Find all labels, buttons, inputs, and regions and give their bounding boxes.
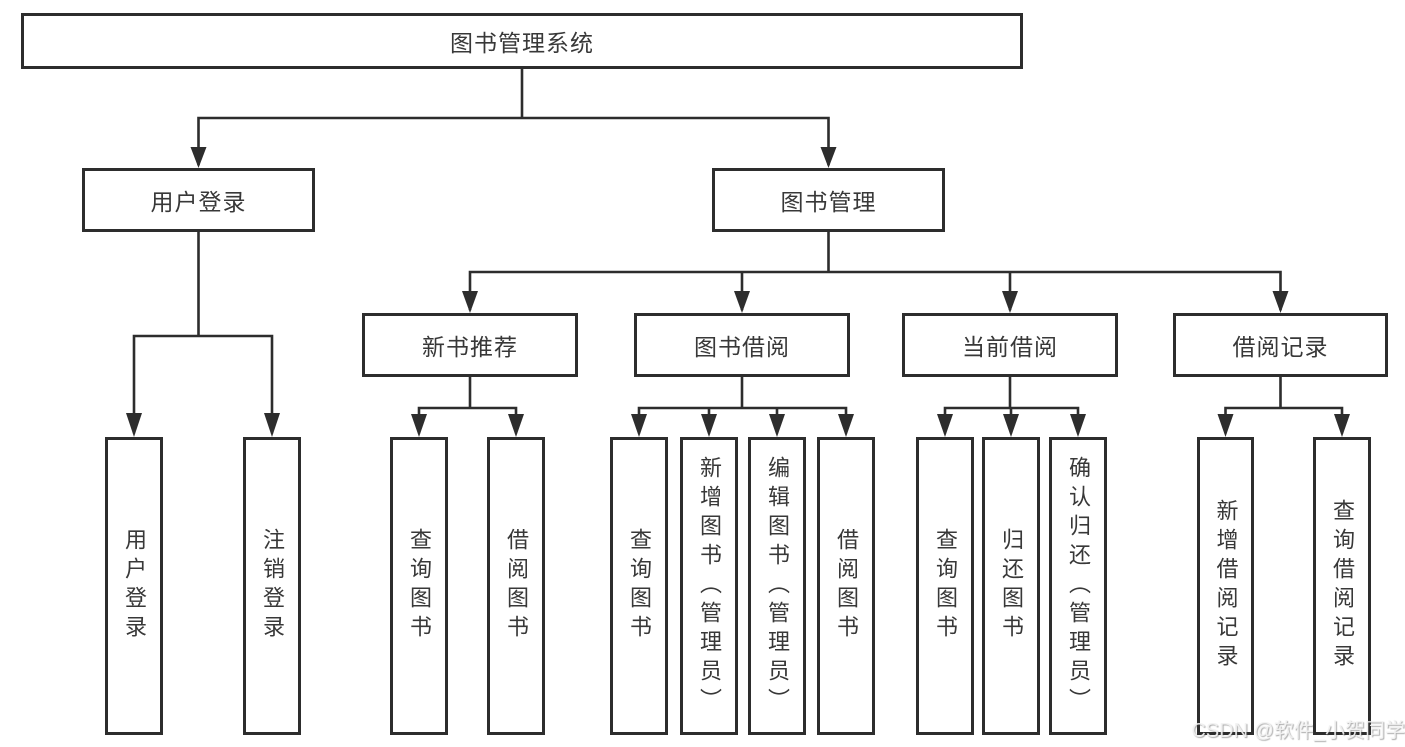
arrowhead: [190, 147, 207, 168]
leaf-return-books: 归还图书: [982, 437, 1040, 735]
node-current-borrowing: 当前借阅: [902, 313, 1118, 377]
node-book-borrowing: 图书借阅: [634, 313, 850, 377]
leaf-query-books: 查询图书: [916, 437, 974, 735]
node-label: 查询图书: [407, 528, 432, 644]
node-label: 归还图书: [999, 528, 1024, 644]
arrowhead: [1334, 414, 1350, 437]
node-label: 查询图书: [627, 528, 652, 644]
node-label: 查询借阅记录: [1330, 499, 1355, 673]
csdn-watermark: CSDN @软件_小贺同学: [1191, 720, 1405, 742]
leaf-logout: 注销登录: [243, 437, 301, 735]
leaf-query-books: 查询图书: [390, 437, 448, 735]
arrowhead: [734, 291, 750, 313]
leaf-query-books: 查询图书: [610, 437, 668, 735]
node-borrowing-records: 借阅记录: [1173, 313, 1388, 377]
arrowhead: [1070, 414, 1086, 437]
arrowhead: [508, 414, 524, 437]
node-new-book-recommendation: 新书推荐: [362, 313, 578, 377]
connector-path: [1224, 375, 1344, 434]
arrowhead: [820, 147, 837, 168]
arrowhead: [264, 413, 280, 437]
node-label: 图书管理: [780, 189, 877, 215]
node-label: 新增借阅记录: [1213, 499, 1239, 673]
leaf-add-book-admin: 新增图书（管理员）: [680, 437, 738, 735]
node-label: 新增图书（管理员）: [697, 455, 722, 717]
connector-path: [637, 375, 848, 434]
connector-path: [132, 230, 274, 434]
arrowhead: [1003, 414, 1019, 437]
node-label: 编辑图书（管理员）: [765, 455, 790, 717]
node-label: 借阅图书: [504, 528, 529, 644]
leaf-add-borrow-record: 新增借阅记录: [1197, 437, 1254, 735]
leaf-borrow-books: 借阅图书: [487, 437, 545, 735]
node-label: 图书借阅: [694, 334, 790, 360]
arrowhead: [838, 414, 854, 437]
leaf-edit-book-admin: 编辑图书（管理员）: [748, 437, 806, 735]
arrowhead: [462, 291, 478, 313]
arrowhead: [701, 414, 717, 437]
arrowhead: [1272, 291, 1289, 313]
arrowhead: [126, 413, 142, 437]
arrowhead: [631, 414, 647, 437]
connector-path: [197, 67, 830, 166]
leaf-borrow-books: 借阅图书: [817, 437, 875, 735]
node-label: 新书推荐: [422, 334, 518, 360]
node-label: 查询图书: [933, 528, 958, 644]
node-label: 确认归还（管理员）: [1066, 455, 1091, 717]
arrowhead: [937, 414, 953, 437]
node-label: 借阅图书: [834, 528, 859, 644]
leaf-query-borrow-record: 查询借阅记录: [1313, 437, 1371, 735]
node-label: 当前借阅: [962, 334, 1058, 360]
connector-path: [468, 230, 1282, 311]
connector-path: [417, 375, 518, 434]
leaf-user-login: 用户登录: [105, 437, 163, 735]
node-user-login: 用户登录: [82, 168, 315, 232]
node-label: 注销登录: [260, 528, 285, 644]
connector-path: [943, 375, 1080, 434]
leaf-confirm-return-admin: 确认归还（管理员）: [1049, 437, 1107, 735]
node-book-management: 图书管理: [712, 168, 945, 232]
arrowhead: [1002, 291, 1018, 313]
node-label: 图书管理系统: [450, 30, 594, 56]
node-label: 借阅记录: [1232, 334, 1329, 360]
node-library-management-system: 图书管理系统: [21, 13, 1023, 69]
arrowhead: [411, 414, 427, 437]
arrowhead: [1217, 414, 1234, 437]
node-label: 用户登录: [122, 528, 147, 644]
node-label: 用户登录: [150, 189, 247, 215]
arrowhead: [769, 414, 785, 437]
